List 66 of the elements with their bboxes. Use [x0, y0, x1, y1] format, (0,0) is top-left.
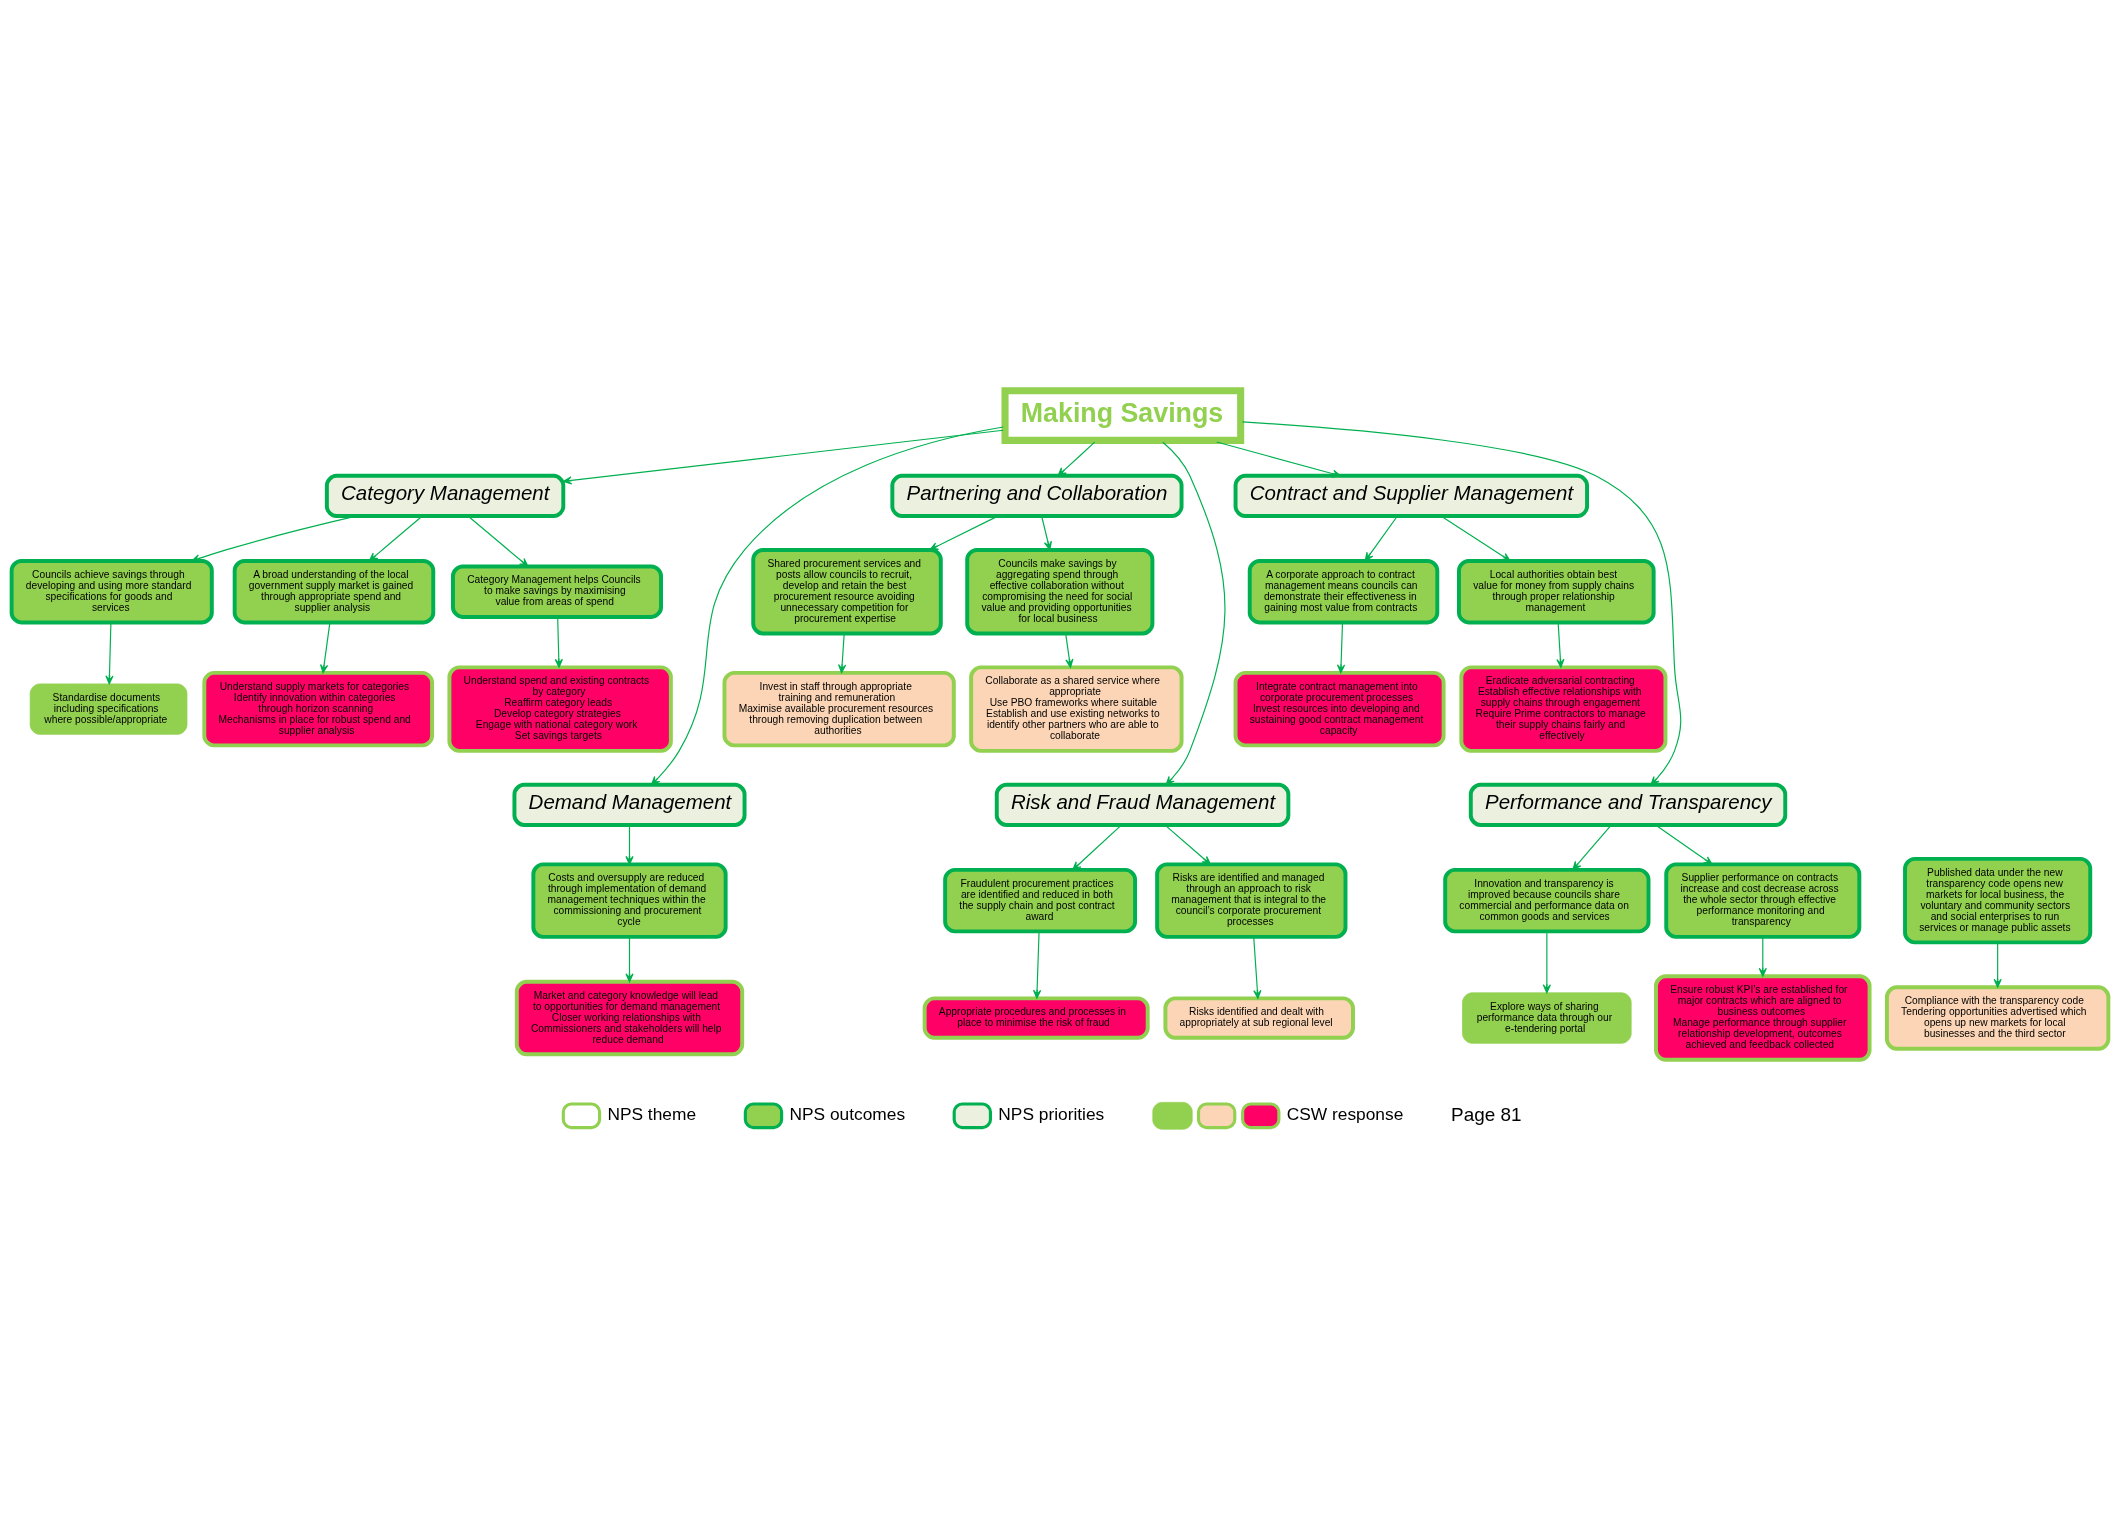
- node-box: Risks are identified and managed through an approach to risk management that is integral to the council’s corporate procurement processes: [1155, 861, 1348, 939]
- node-box: Appropriate procedures and processes in place to minimise the risk of fraud: [922, 995, 1150, 1040]
- arrow: [1364, 515, 1398, 561]
- arrow: [1336, 621, 1346, 673]
- legend-label: NPS priorities: [998, 1103, 1105, 1124]
- node-box: Fraudulent procurement practices are identified and reduced in both the supply chain and post contract award: [943, 867, 1138, 933]
- legend-label: NPS outcomes: [789, 1103, 906, 1124]
- node-box: Costs and oversupply are reduced through implementation of demand management techniques within the commissioning and procurement cycle: [531, 861, 728, 939]
- arrow: [1542, 930, 1551, 993]
- arrow: [562, 429, 1004, 485]
- arrow: [1057, 441, 1096, 476]
- node-box: Risks identified and dealt with appropriately at sub regional level: [1163, 995, 1355, 1040]
- arrow: [929, 515, 999, 550]
- arrow: [1572, 824, 1612, 870]
- legend-label: CSW response: [1286, 1103, 1404, 1124]
- arrow: [625, 936, 634, 982]
- node-box: Local authorities obtain best value for money from supply chains through proper relationship management: [1457, 558, 1656, 624]
- arrow: [1162, 441, 1226, 785]
- arrow: [1993, 941, 2002, 988]
- node-box: Shared procurement services and posts allow councils to recruit, develop and retain the best procurement resource avoiding unnecessary competition for procurement expertise: [751, 547, 943, 635]
- node-box: Eradicate adversarial contracting Establish effective relationships with supply chains through engagement Require Prime contractors to manage their supply chains fairly and effectively: [1459, 664, 1668, 753]
- node-box: Compliance with the transparency code Tendering opportunities advertised which opens up new markets for local businesses and the third sector: [1884, 984, 2111, 1051]
- node-box: Partnering and Collaboration: [890, 473, 1184, 518]
- node-box: Published data under the new transparency code opens new markets for local business, the voluntary and community sectors and social enterprises to run services or manage public assets: [1903, 856, 2093, 944]
- node-box: Understand supply markets for categories Identify innovation within categories through horizon scanning Mechanisms in place for robust spend and supplier analysis: [202, 670, 435, 747]
- node-box: Ensure robust KPI’s are established for major contracts which are aligned to business outcomes Manage performance through supplier relationship development, outcomes achieved and feedback collected: [1654, 973, 1872, 1062]
- arrow: [1072, 824, 1122, 870]
- node-box: Invest in staff through appropriate training and remuneration Maximise available procurement resources through removing duplication between authorities: [722, 670, 956, 747]
- node-box: Performance and Transparency: [1468, 782, 1788, 827]
- arrow: [467, 515, 529, 567]
- arrow: [1758, 936, 1767, 977]
- arrow: [837, 632, 847, 673]
- node-box: Councils achieve savings through developing and using more standard specifications for goods and services: [9, 558, 214, 624]
- arrow: [105, 621, 114, 684]
- node-box: Explore ways of sharing performance data through our e-tendering portal: [1462, 991, 1632, 1044]
- node-box: Supplier performance on contracts increase and cost decrease across the whole sector through effective performance monitoring and transparency: [1664, 861, 1862, 939]
- arrow: [1041, 515, 1052, 550]
- node-box: Understand spend and existing contracts by category Reaffirm category leads Develop category strategies Engage with national category work Set savings targets: [447, 664, 673, 753]
- node-box: Demand Management: [512, 782, 747, 827]
- label: Page 81: [1451, 1103, 1522, 1125]
- arrow: [651, 425, 1004, 785]
- arrow: [1065, 632, 1074, 668]
- node-box: Innovation and transparency is improved because councils share commercial and performance data on common goods and services: [1443, 867, 1651, 933]
- node-box: Integrate contract management into corporate procurement processes Invest resources into developing and sustaining good contract management capacity: [1233, 670, 1446, 747]
- arrow: [1241, 420, 1682, 785]
- arrow: [320, 621, 331, 673]
- node-box: Contract and Supplier Management: [1233, 473, 1589, 518]
- node-box: Risk and Fraud Management: [994, 782, 1291, 827]
- arrow: [625, 824, 634, 865]
- arrow: [1440, 515, 1511, 561]
- node-box: Collaborate as a shared service where appropriate Use PBO frameworks where suitable Establish and use existing networks to identify other partners who are able to collaborate: [969, 664, 1184, 753]
- arrow: [1253, 936, 1262, 999]
- node-box: Market and category knowledge will lead to opportunities for demand management Closer working relationships with Commissioners and stakeholders will help reduce demand: [514, 979, 745, 1056]
- node-box: Councils make savings by aggregating spend through effective collaboration without compromising the need for social value and providing opportunities for local business: [965, 547, 1155, 635]
- arrow: [368, 515, 423, 561]
- node-box: A corporate approach to contract management means councils can demonstrate their effectiveness in gaining most value from contracts: [1247, 558, 1440, 624]
- arrow: [1655, 824, 1713, 865]
- arrow: [1556, 621, 1565, 668]
- node-box: A broad understanding of the local government supply market is gained through appropriate spend and supplier analysis: [232, 558, 436, 624]
- arrow: [1164, 824, 1211, 865]
- node-box: Category Management: [324, 473, 566, 518]
- arrow: [1032, 930, 1042, 999]
- legend-label: NPS theme: [607, 1103, 697, 1124]
- node-box: Category Management helps Councils to make savings by maximising value from areas of spend: [451, 564, 663, 619]
- arrow: [1216, 440, 1342, 478]
- node-box: Standardise documents including specifications where possible/appropriate: [29, 683, 188, 735]
